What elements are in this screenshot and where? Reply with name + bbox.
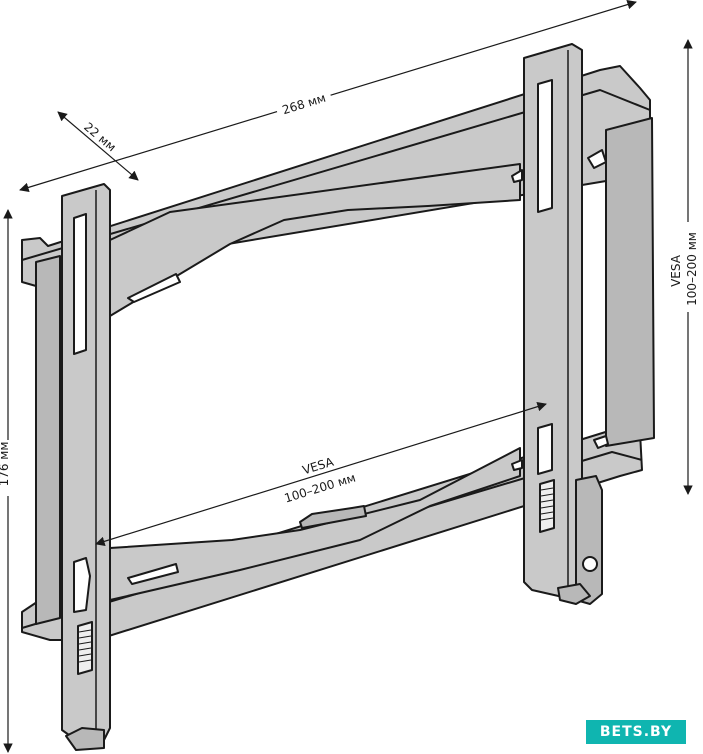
vesa-vertical-label: VESA (669, 254, 683, 287)
left-bracket-arm (61, 183, 111, 751)
site-logo: BETS.BY (586, 720, 686, 744)
vesa-horizontal-range: 100–200 мм (283, 471, 358, 506)
dimension-vesa-vertical: VESA 100–200 мм (668, 39, 702, 495)
vesa-horizontal-label: VESA (301, 454, 336, 477)
dimension-height: 176 мм (0, 209, 18, 753)
dimension-depth: 22 мм (57, 111, 139, 181)
dimension-width-label: 268 мм (281, 91, 328, 117)
dimension-height-label: 176 мм (0, 442, 11, 487)
vesa-vertical-range: 100–200 мм (685, 232, 699, 306)
